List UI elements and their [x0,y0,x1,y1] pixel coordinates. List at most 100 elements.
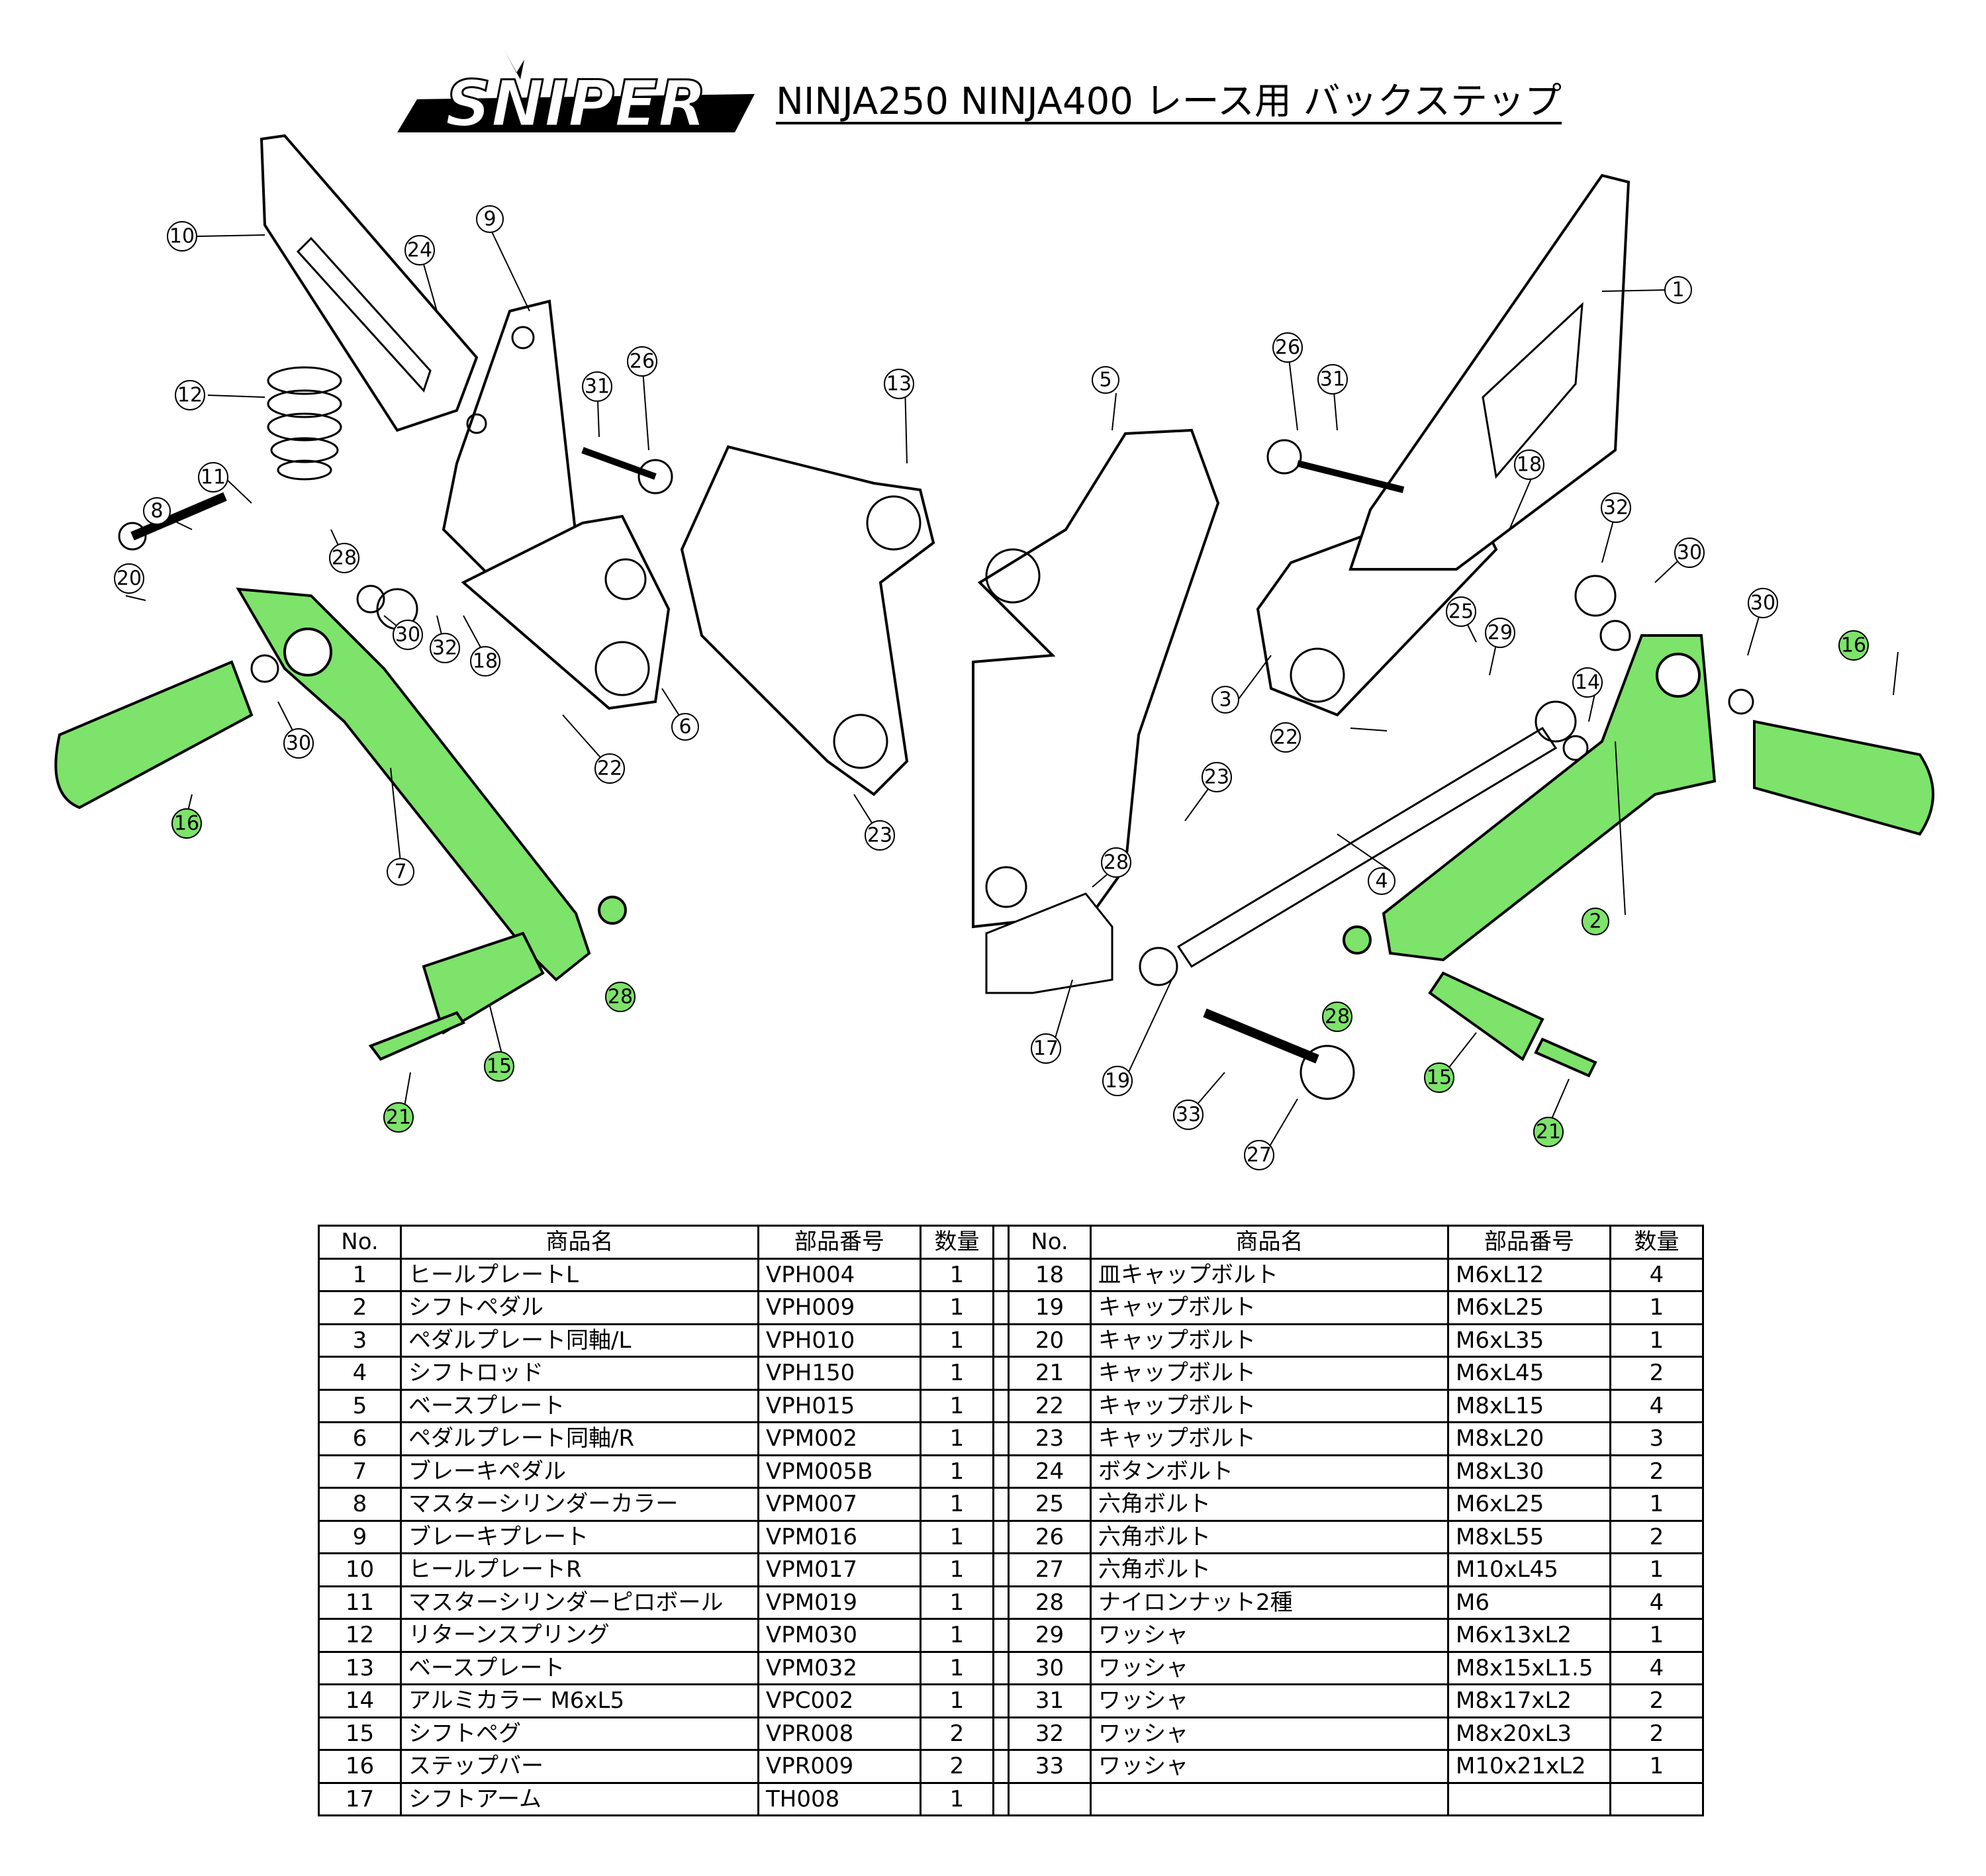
cell-qty: 4 [1609,1650,1704,1685]
cell-no: 10 [318,1552,402,1587]
cell-name: キャップボルト [1090,1356,1449,1391]
cell-qty: 1 [920,1323,994,1358]
svg-text:16: 16 [1841,634,1866,657]
header-qty-left: 数量 [920,1225,994,1260]
column-separator [992,1388,1010,1423]
column-separator [992,1356,1010,1391]
callout-19: 19 [1102,1066,1133,1096]
callout-4: 4 [1368,867,1395,895]
callout-28-a: 28 [329,543,359,573]
return-spring [267,366,342,481]
cell-qty: 1 [920,1781,994,1816]
svg-text:4: 4 [1375,870,1388,893]
cell-qty: 1 [920,1257,994,1292]
cell-no: 24 [1008,1454,1092,1489]
cell-name: リターンスプリング [400,1618,759,1653]
cell-name: ワッシャ [1090,1716,1449,1751]
cell-qty: 2 [920,1716,994,1751]
cell-part: VPH009 [757,1290,922,1325]
cell-part: VPM019 [757,1585,922,1620]
cell-qty: 2 [1609,1683,1704,1718]
callout-15-left: 15 [484,1051,514,1082]
cell-name: マスターシリンダーカラー [400,1487,759,1522]
cell-qty: 1 [920,1388,994,1423]
svg-text:26: 26 [630,350,655,373]
callout-27: 27 [1244,1140,1274,1170]
shift-rod [1176,726,1558,968]
highlighted-parts [54,587,1934,1078]
cell-qty: 4 [1609,1585,1704,1620]
column-separator [992,1781,1010,1816]
cell-no: 6 [318,1421,402,1456]
cell-name: シフトロッド [400,1356,759,1391]
column-separator [992,1618,1010,1653]
step-bar-right [1753,720,1934,836]
column-separator [992,1323,1010,1358]
svg-text:29: 29 [1488,622,1513,645]
cell-qty: 2 [1609,1356,1704,1391]
cell-no: 13 [318,1650,402,1685]
callout-31-right: 31 [1317,364,1348,395]
svg-text:8: 8 [150,500,163,523]
base-plate-5 [972,428,1220,929]
cell-part: M8xL55 [1447,1519,1611,1554]
cell-name: マスターシリンダーピロボール [400,1585,759,1620]
cell-no: 29 [1008,1618,1092,1653]
cell-qty: 1 [1609,1618,1704,1653]
callout-12: 12 [175,380,205,410]
svg-text:30: 30 [286,732,311,755]
callout-32-left: 32 [430,633,460,663]
cell-name: 六角ボルト [1090,1552,1449,1587]
svg-text:24: 24 [407,239,432,262]
cell-no: 27 [1008,1552,1092,1587]
callout-28-d: 28 [1101,847,1131,878]
cell-part: VPM002 [757,1421,922,1456]
callout-26-right: 26 [1272,332,1303,363]
cell-no: 28 [1008,1585,1092,1620]
cell-qty: 1 [1609,1749,1704,1784]
callout-20: 20 [114,563,144,594]
svg-text:2: 2 [1589,910,1601,933]
cell-no: 16 [318,1749,402,1784]
cell-name [1090,1781,1449,1816]
nut-left [598,896,627,925]
callout-2: 2 [1582,908,1609,935]
callout-23-right: 23 [1202,762,1232,792]
header-no-left: No. [318,1225,402,1260]
svg-text:12: 12 [177,384,203,407]
base-plate-13 [680,445,935,796]
callout-28-b: 28 [605,982,636,1012]
cell-no: 33 [1008,1749,1092,1784]
column-separator [992,1683,1010,1718]
column-separator [992,1257,1010,1292]
cell-qty: 1 [920,1454,994,1489]
cell-no: 7 [318,1454,402,1489]
svg-text:22: 22 [1273,726,1298,749]
svg-text:9: 9 [483,208,496,231]
svg-text:10: 10 [169,225,195,248]
cap-bolt-right [1534,1037,1597,1078]
cell-part: M6xL35 [1447,1323,1611,1358]
cell-part: VPH004 [757,1257,922,1292]
parts-diagram: 1 2 3 4 5 6 7 8 9 10 11 12 13 14 15 15 1… [54,134,1934,1170]
svg-text:28: 28 [332,547,357,570]
cell-part: VPM032 [757,1650,922,1685]
svg-text:28: 28 [1325,1006,1350,1029]
cell-no: 5 [318,1388,402,1423]
cell-name: ペダルプレート同軸/L [400,1323,759,1358]
header-qty-right: 数量 [1609,1225,1704,1260]
svg-text:20: 20 [117,567,142,590]
cell-qty: 1 [1609,1290,1704,1325]
svg-text:30: 30 [395,624,420,647]
cell-name: ワッシャ [1090,1650,1449,1685]
cell-name: ワッシャ [1090,1749,1449,1784]
cell-name: シフトアーム [400,1781,759,1816]
